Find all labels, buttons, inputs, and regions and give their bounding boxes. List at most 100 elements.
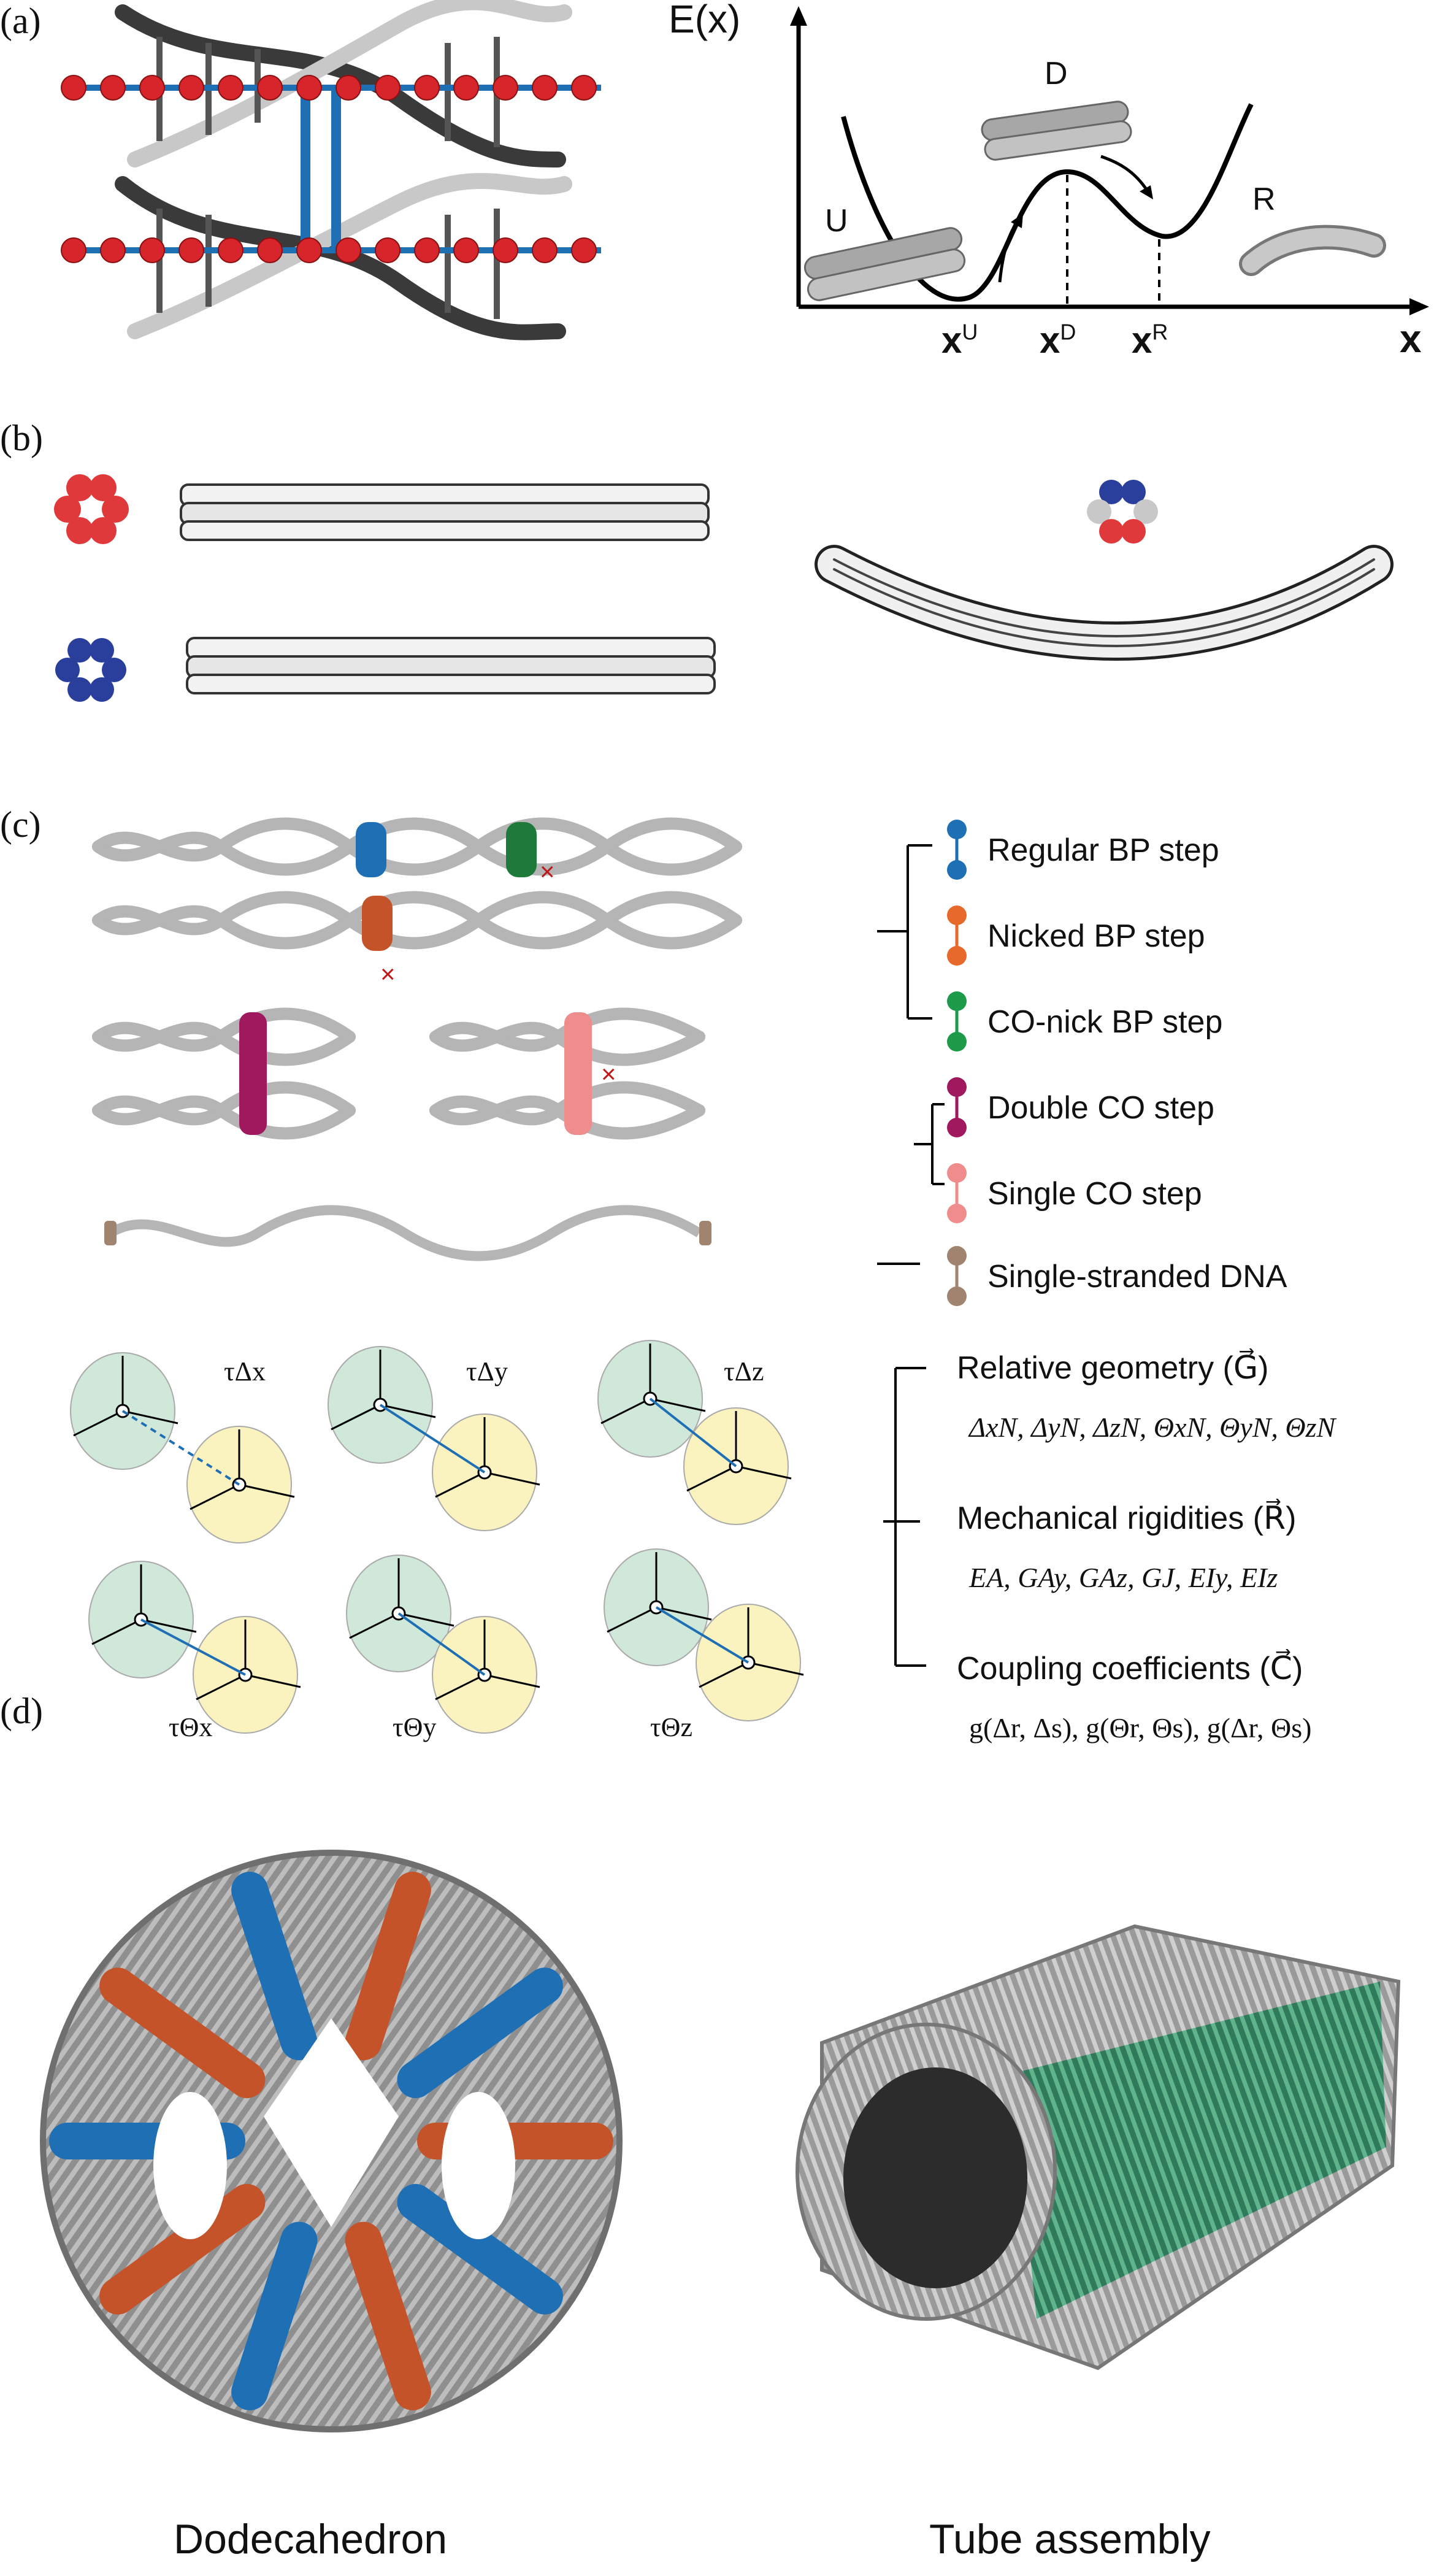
legend-label: Single CO step — [987, 1176, 1202, 1212]
panel-label-c: (c) — [0, 804, 41, 845]
bead-node — [453, 75, 479, 101]
property-bracket — [883, 1367, 926, 1667]
step-frame-sketch — [604, 1548, 804, 1721]
energy-ylabel: E(x) — [669, 0, 741, 41]
downhill-arrow-head — [1140, 185, 1153, 199]
dna-step-types-illustration: × × × — [92, 817, 742, 1261]
bead-node — [493, 75, 518, 101]
crossover-connector-left — [301, 86, 310, 252]
bead-node — [532, 75, 558, 101]
bead-node — [178, 75, 204, 101]
downhill-arrow-icon — [1100, 155, 1149, 191]
mixed-cross-section-icon — [1087, 480, 1158, 544]
legend-label: Regular BP step — [987, 832, 1219, 868]
bead-node — [139, 237, 165, 263]
legend-dumbbell-icon — [947, 1077, 967, 1137]
state-label-u: U — [825, 203, 848, 239]
dodecahedron-edge-bar — [231, 2221, 318, 2410]
step-frame-sketch — [328, 1346, 540, 1531]
tube-assembly-render — [796, 1924, 1401, 2370]
geometry-parameter-label: τΔx — [224, 1356, 266, 1386]
state-d-bundle-illustration — [981, 101, 1132, 161]
bead-node — [257, 75, 283, 101]
step-frame-sketch — [346, 1555, 540, 1734]
coupling-values: g(Δr, Δs), g(Θr, Θs), g(Δr, Θs) — [969, 1712, 1312, 1744]
dodecahedron-edge-bar — [345, 2221, 431, 2410]
bead-node — [100, 75, 126, 101]
single-co-highlight — [564, 1012, 592, 1135]
tube-green-section — [1012, 1982, 1386, 2319]
crossover-connector-right — [331, 86, 341, 252]
top-duplex-pair — [92, 817, 742, 950]
step-frame-sketch — [597, 1340, 792, 1525]
energy-xlabel: x — [1400, 317, 1422, 361]
rigidity-values: EA, GAy, GAz, GJ, EIy, EIz — [969, 1562, 1278, 1593]
legend-dumbbell-icon — [947, 905, 967, 966]
bundle-cross-sections-illustration — [54, 474, 1394, 702]
bead-node — [100, 237, 126, 263]
dodecahedron-hole-right — [442, 2092, 515, 2239]
bead-node — [296, 237, 322, 263]
legend-label: Double CO step — [987, 1090, 1214, 1126]
bead-node — [571, 75, 597, 101]
panel-label-a: (a) — [0, 1, 41, 41]
legend-brackets — [877, 844, 945, 1265]
dodecahedron-edge-bar — [397, 2183, 563, 2315]
xtick-u-sup: U — [962, 319, 978, 345]
step-frame-sketch — [88, 1561, 301, 1734]
legend-item: Nicked BP step — [945, 902, 1411, 969]
xtick-d-base: x — [1040, 320, 1060, 361]
caption-dodecahedron: Dodecahedron — [174, 2516, 448, 2563]
bead-node — [571, 237, 597, 263]
bead-node — [61, 237, 86, 263]
single-co-mark-icon: × — [601, 1059, 616, 1088]
bead-node — [296, 75, 322, 101]
dodecahedron-hole-left — [153, 2092, 227, 2239]
bead-node — [178, 237, 204, 263]
ssdna-end-left — [104, 1221, 117, 1245]
geometry-values: ΔxN, ΔyN, ΔzN, ΘxN, ΘyN, ΘzN — [969, 1412, 1336, 1443]
state-label-d: D — [1045, 56, 1068, 91]
legend-dumbbell-icon — [947, 991, 967, 1052]
geometry-parameter-label: τΔy — [466, 1356, 508, 1386]
dna-bead-model-illustration — [61, 0, 601, 340]
legend-item: CO-nick BP step — [945, 988, 1411, 1055]
bead-node — [257, 237, 283, 263]
xtick-r: xR — [1132, 319, 1168, 361]
legend-label: Nicked BP step — [987, 918, 1205, 954]
legend-item: Double CO step — [945, 1074, 1411, 1141]
beads-bottom-row — [61, 237, 597, 263]
geometry-title: Relative geometry (G⃗) — [957, 1350, 1269, 1386]
panel-label-b: (b) — [0, 418, 43, 458]
state-label-r: R — [1252, 182, 1276, 217]
xtick-u: xU — [941, 319, 978, 361]
bent-bundle — [815, 545, 1394, 661]
single-co-duplex — [429, 1007, 705, 1140]
conick-mark-icon: × — [540, 857, 555, 886]
bead-node — [375, 75, 401, 101]
x-axis-arrow — [1409, 298, 1429, 315]
legend-dumbbell-icon — [947, 820, 967, 880]
red-cross-section-icon — [54, 474, 129, 544]
nicked-step-highlight — [362, 896, 393, 951]
dodecahedron-edge-bar — [345, 1872, 431, 2061]
ssdna-end-right — [699, 1221, 711, 1245]
bead-node — [453, 237, 479, 263]
geometry-parameter-label: τΘx — [169, 1712, 213, 1742]
bead-node — [139, 75, 165, 101]
caption-tube-assembly: Tube assembly — [929, 2516, 1211, 2563]
legend-dumbbell-icon — [947, 1246, 967, 1306]
bead-node — [493, 237, 518, 263]
beads-top-row — [61, 75, 597, 101]
bead-node — [375, 237, 401, 263]
legend-dumbbell-icon — [947, 1163, 967, 1223]
bead-node — [218, 75, 243, 101]
dodecahedron-hole-center — [264, 2018, 399, 2227]
bead-node — [414, 237, 440, 263]
uphill-arrow-icon — [998, 220, 1020, 283]
dodecahedron-edge-bar — [397, 1967, 563, 2099]
geometry-parameter-label: τΔz — [724, 1356, 764, 1386]
state-r-bundle-illustration — [1239, 225, 1386, 276]
xtick-d: xD — [1040, 319, 1076, 361]
bead-node — [335, 237, 361, 263]
